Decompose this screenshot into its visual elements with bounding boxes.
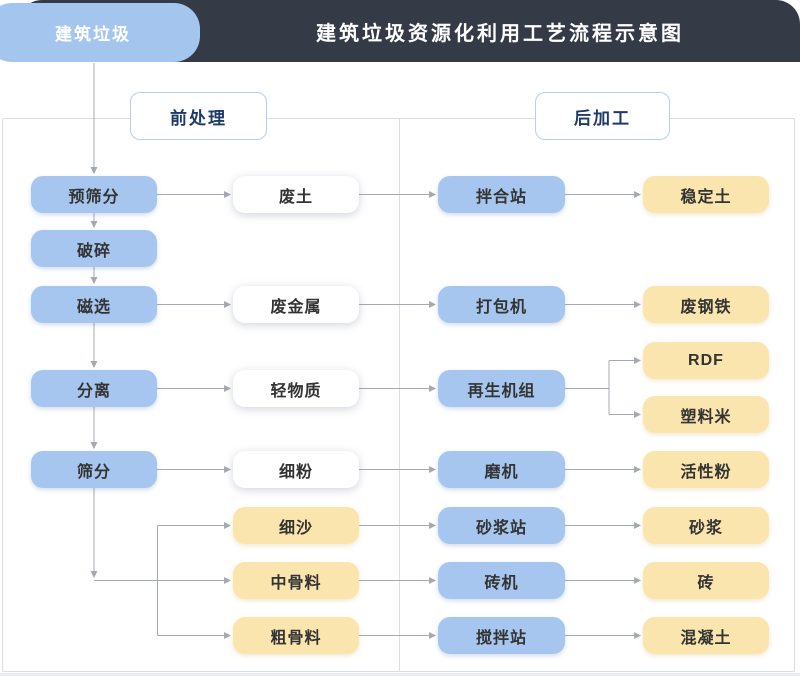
- page-bottom-edge: [0, 673, 800, 676]
- section-divider: [399, 119, 400, 671]
- source-tab-label: 建筑垃圾: [55, 25, 131, 44]
- section-label-postprocessing-text: 后加工: [574, 108, 631, 128]
- source-tab: 建筑垃圾: [0, 3, 200, 62]
- page-title: 建筑垃圾资源化利用工艺流程示意图: [316, 22, 684, 45]
- section-label-preprocessing: 前处理: [130, 92, 267, 140]
- section-label-postprocessing: 后加工: [535, 92, 670, 140]
- section-label-preprocessing-text: 前处理: [170, 108, 227, 128]
